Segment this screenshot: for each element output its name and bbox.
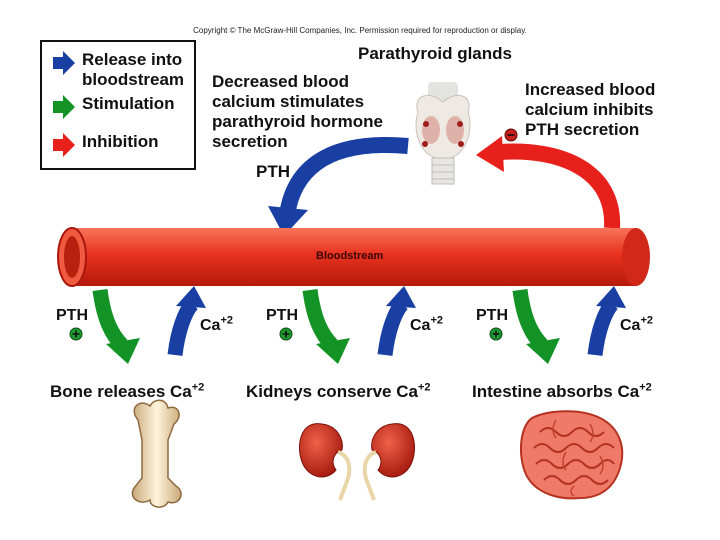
right-note: Increased blood calcium inhibits PTH sec… [525, 80, 655, 140]
left-note-line: Decreased blood [212, 72, 349, 91]
intestine-image [519, 410, 624, 500]
target-label-intestine: Intestine absorbs Ca+2 [472, 382, 652, 402]
target-label-bone: Bone releases Ca+2 [50, 382, 204, 402]
ca-superscript: +2 [220, 314, 233, 327]
left-note-line: secretion [212, 132, 288, 151]
bloodstream-label: Bloodstream [316, 250, 384, 262]
legend-label-inhibition: Inhibition [82, 132, 159, 151]
release-arrow-intestine [587, 286, 626, 356]
ca-superscript: +2 [639, 381, 652, 394]
legend-item-inhibition: Inhibition [52, 132, 158, 158]
release-arrow-bone [167, 286, 206, 356]
right-note-line: Increased blood [525, 80, 656, 99]
kidneys-image [299, 423, 415, 501]
plus-icon [69, 327, 83, 341]
left-note: Decreased blood calcium stimulates parat… [212, 72, 383, 152]
legend-item-release: Release into bloodstream [52, 50, 200, 90]
right-note-line: calcium inhibits [525, 100, 654, 119]
plus-icon [489, 327, 503, 341]
left-note-line: parathyroid hormone [212, 112, 383, 131]
ca-label-text: Ca [620, 317, 641, 334]
release-arrow-kidneys [377, 286, 416, 356]
stimulation-arrow-intestine [512, 288, 560, 364]
minus-icon [504, 128, 518, 142]
ca-label-text: Ca [200, 317, 221, 334]
target-label-text: Intestine absorbs Ca [472, 382, 640, 401]
pth-label-intestine: PTH [476, 307, 508, 324]
ca-label-intestine: Ca+2 [620, 314, 653, 335]
blue-arrow-icon [53, 51, 75, 75]
pth-label-kidneys: PTH [266, 307, 298, 324]
plus-icon [279, 327, 293, 341]
stimulation-arrow-kidneys [302, 288, 350, 364]
release-arrow-pth [279, 137, 409, 217]
release-arrowhead-pth [268, 206, 308, 236]
ca-superscript: +2 [430, 314, 443, 327]
legend: Release into bloodstream Stimulation Inh… [40, 40, 196, 170]
target-label-kidneys: Kidneys conserve Ca+2 [246, 382, 431, 402]
ca-superscript: +2 [417, 381, 431, 394]
red-arrow-icon [53, 133, 75, 157]
green-arrow-icon [53, 95, 75, 119]
inhibition-arrowhead [476, 136, 504, 172]
copyright-notice: Copyright © The McGraw-Hill Companies, I… [193, 26, 527, 35]
ca-label-text: Ca [410, 317, 431, 334]
legend-item-stimulation: Stimulation [52, 94, 175, 120]
legend-label-release: Release into bloodstream [82, 50, 185, 89]
right-note-line: PTH secretion [525, 120, 640, 139]
ca-label-kidneys: Ca+2 [410, 314, 443, 335]
legend-label-stimulation: Stimulation [82, 94, 175, 113]
bone-image [131, 399, 182, 508]
parathyroid-glands-title: Parathyroid glands [358, 44, 512, 63]
parathyroid-glands-image [415, 82, 471, 185]
target-label-text: Kidneys conserve Ca [246, 382, 418, 401]
left-note-line: calcium stimulates [212, 92, 365, 111]
stimulation-arrow-bone [92, 288, 140, 364]
ca-superscript: +2 [191, 381, 205, 394]
top-pth-label: PTH [256, 162, 290, 181]
target-label-text: Bone releases Ca [50, 382, 192, 401]
ca-label-bone: Ca+2 [200, 314, 233, 335]
bloodstream-vessel [57, 227, 650, 287]
ca-superscript: +2 [640, 314, 653, 327]
pth-label-bone: PTH [56, 307, 88, 324]
inhibition-arrow [499, 143, 621, 229]
